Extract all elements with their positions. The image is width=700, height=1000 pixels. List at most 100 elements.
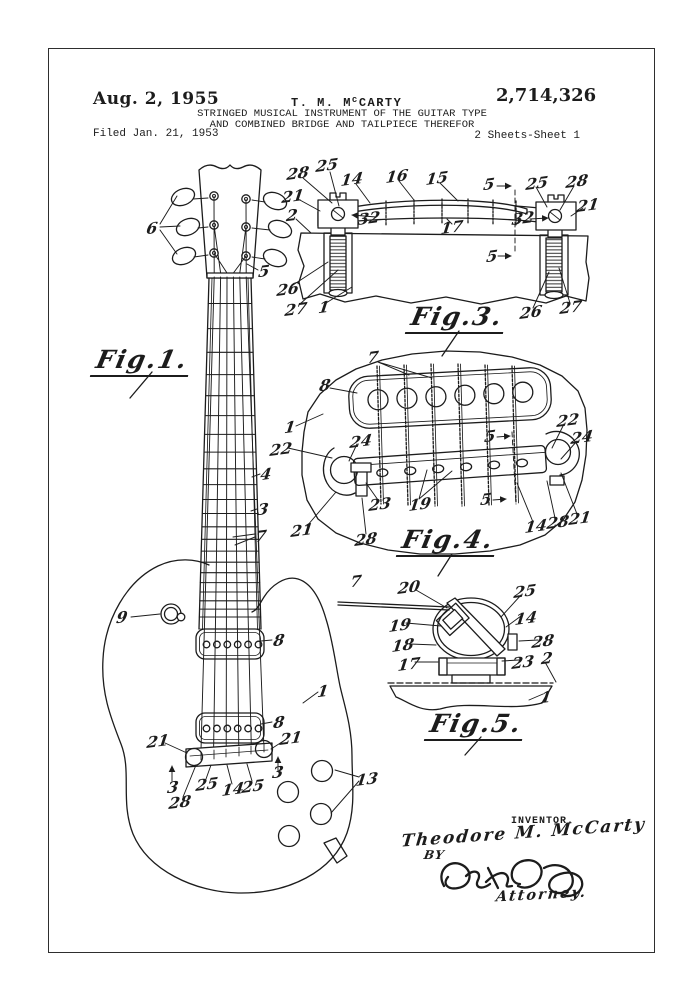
ref-numeral-7: 7 [254, 525, 268, 547]
ref-numeral-3: 3 [256, 498, 270, 520]
ref-numeral-4: 4 [259, 463, 273, 485]
fig1-guitar [102, 164, 360, 894]
ref-numeral-2: 2 [540, 647, 554, 669]
fig4-caption-swash [437, 553, 453, 577]
patent-title-line2: AND COMBINED BRIDGE AND TAILPIECE THEREF… [209, 119, 475, 131]
fig3-leader-lines [292, 171, 584, 309]
fig5-bridge-detail [337, 589, 557, 756]
fig5-leader-lines [405, 589, 557, 701]
fig1-leader-lines [130, 195, 360, 814]
ref-numeral-21: 21 [280, 185, 306, 207]
anchor-post-left [323, 225, 353, 298]
ref-numeral-25: 25 [240, 775, 266, 797]
ref-numeral-14: 14 [513, 607, 539, 629]
ref-numeral-28: 28 [353, 528, 379, 550]
patent-number: 2,714,326 [496, 85, 597, 106]
ref-numeral-5: 5 [482, 173, 496, 195]
ref-numeral-1: 1 [539, 686, 553, 708]
ref-numeral-7: 7 [366, 346, 380, 368]
strings-plan [376, 363, 517, 507]
patent-title-line1: STRINGED MUSICAL INSTRUMENT OF THE GUITA… [197, 108, 487, 120]
pickup-plan [348, 367, 552, 429]
ref-numeral-15: 15 [424, 167, 450, 189]
fig1-caption-swash [129, 371, 153, 399]
ref-numeral-21: 21 [575, 194, 601, 216]
sheet-number: 2 Sheets-Sheet 1 [474, 130, 580, 142]
jack-plate [323, 837, 348, 864]
ref-numeral-5: 5 [485, 245, 499, 267]
ref-numeral-16: 16 [384, 165, 410, 187]
string-line [337, 601, 450, 611]
inventor-label: INVENTOR. [511, 816, 575, 827]
strings [200, 276, 265, 751]
attorney-signature [440, 859, 584, 898]
ref-numeral-14: 14 [339, 168, 365, 190]
side-nub [507, 633, 518, 651]
ref-numeral-19: 19 [387, 614, 413, 636]
fig4-leader-lines [287, 361, 578, 535]
ref-numeral-21: 21 [145, 730, 171, 752]
ref-numeral-21: 21 [567, 507, 593, 529]
toggle-switch [160, 603, 186, 625]
ref-numeral-1: 1 [317, 296, 331, 318]
bridge-pickup [195, 712, 265, 744]
ref-numeral-28: 28 [167, 791, 193, 813]
nut [206, 272, 254, 279]
ref-numeral-28: 28 [545, 511, 571, 533]
ref-numeral-1: 1 [316, 680, 330, 702]
fig4-plan-view [287, 350, 588, 577]
ref-numeral-7: 7 [349, 570, 363, 592]
fig3-caption-swash [441, 330, 460, 357]
ref-numeral-2: 2 [285, 204, 299, 226]
ref-numeral-17: 17 [439, 216, 465, 238]
sheet-border-frame [48, 48, 655, 953]
bridge-tailpiece [184, 739, 274, 768]
fig3-bridge-section [292, 171, 590, 357]
ref-numeral-28: 28 [285, 162, 311, 184]
ref-numeral-26: 26 [518, 301, 544, 323]
ref-numeral-14: 14 [523, 515, 549, 537]
ref-numeral-8: 8 [318, 374, 332, 396]
by-label: BY [422, 848, 446, 862]
torn-edge-outline [301, 350, 588, 555]
section-line-5-plan [492, 431, 517, 505]
ref-numeral-5: 5 [257, 260, 271, 282]
bridge-bar [317, 192, 577, 231]
ref-numeral-26: 26 [275, 278, 301, 300]
section-line-5 [496, 182, 516, 260]
ref-numeral-25: 25 [314, 154, 340, 176]
ref-numeral-17: 17 [396, 653, 422, 675]
ref-numeral-20: 20 [396, 576, 422, 598]
ref-numeral-25: 25 [524, 172, 550, 194]
string-band [446, 597, 506, 657]
ref-numeral-1: 1 [283, 416, 297, 438]
ground-surface [387, 682, 554, 711]
control-knobs [276, 759, 334, 848]
ref-numeral-13: 13 [354, 768, 380, 790]
ref-numeral-6: 6 [145, 217, 159, 239]
ref-numeral-23: 23 [367, 493, 393, 515]
pivot-mount-left [322, 447, 372, 497]
string-clamp [435, 602, 470, 637]
ref-numeral-32: 32 [510, 207, 536, 229]
ref-numeral-21: 21 [278, 727, 304, 749]
ref-numeral-22: 22 [268, 438, 294, 460]
ref-numeral-19: 19 [407, 493, 433, 515]
ref-numeral-9: 9 [115, 606, 129, 628]
ref-numeral-23: 23 [510, 651, 536, 673]
anchor-post-right [539, 227, 569, 300]
fig5-caption-swash [464, 736, 482, 756]
ref-numeral-25: 25 [194, 773, 220, 795]
ref-numeral-21: 21 [289, 519, 315, 541]
patent-date: Aug. 2, 1955 [93, 89, 220, 109]
inventor-header-name: T. M. McCARTY [291, 95, 403, 110]
ref-numeral-27: 27 [558, 296, 584, 318]
guitar-body-wood [297, 232, 590, 305]
ref-numeral-27: 27 [283, 298, 309, 320]
ref-numeral-5: 5 [483, 425, 497, 447]
ref-numeral-8: 8 [272, 629, 286, 651]
ref-numeral-32: 32 [356, 207, 382, 229]
